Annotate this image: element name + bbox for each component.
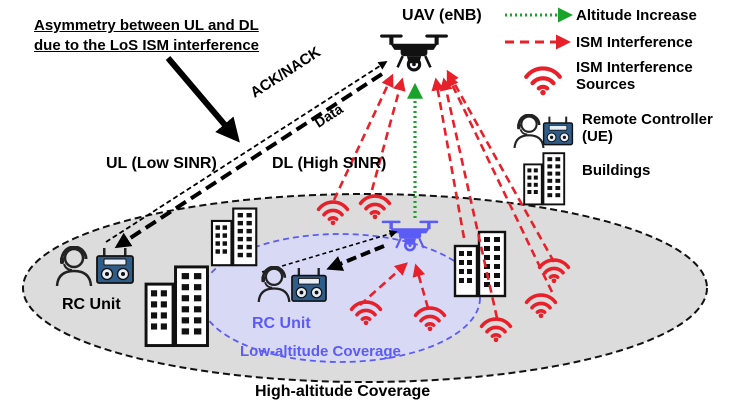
rc-unit-label-low: RC Unit	[252, 315, 311, 332]
ism-interference-arrows	[332, 69, 556, 319]
annotation-line-1: Asymmetry between UL and DL	[34, 17, 259, 34]
low-altitude-coverage-label: Low-altitude Coverage	[240, 343, 401, 360]
ul-label: UL (Low SINR)	[106, 155, 217, 172]
legend-sources-line-2: Sources	[576, 75, 636, 93]
legend-buildings-label: Buildings	[582, 162, 651, 179]
legend-ism-source-icon	[526, 68, 560, 95]
legend-altitude-label: Altitude Increase	[576, 7, 697, 24]
dl-link-arrow	[114, 72, 384, 249]
legend-remote-controller-icon	[542, 116, 574, 146]
asymmetry-annotation: Asymmetry between UL and DL due to the L…	[34, 16, 259, 56]
legend-controller-line-2: (UE)	[582, 127, 613, 145]
annotation-pointer-arrow	[165, 56, 240, 143]
dl-link-arrow-low	[326, 244, 385, 271]
legend-building-icon	[523, 152, 566, 206]
high-altitude-coverage-label: High-altitude Coverage	[255, 383, 431, 400]
legend-controller-label: Remote Controller (UE)	[582, 111, 713, 145]
uav-high-icon	[378, 32, 450, 72]
annotation-line-2: due to the LoS ISM interference	[34, 37, 260, 54]
dl-label: DL (High SINR)	[272, 155, 387, 172]
legend-operator-icon	[513, 114, 545, 148]
legend-interference-label: ISM Interference	[576, 34, 693, 51]
legend-controller-line-1: Remote Controller	[582, 111, 713, 128]
legend-sources-line-1: ISM Interference	[576, 59, 693, 76]
rc-unit-label-high: RC Unit	[62, 296, 121, 313]
uav-label: UAV (eNB)	[402, 7, 482, 24]
legend-sources-label: ISM Interference Sources	[576, 59, 693, 93]
ul-link-arrow-low	[261, 229, 398, 273]
